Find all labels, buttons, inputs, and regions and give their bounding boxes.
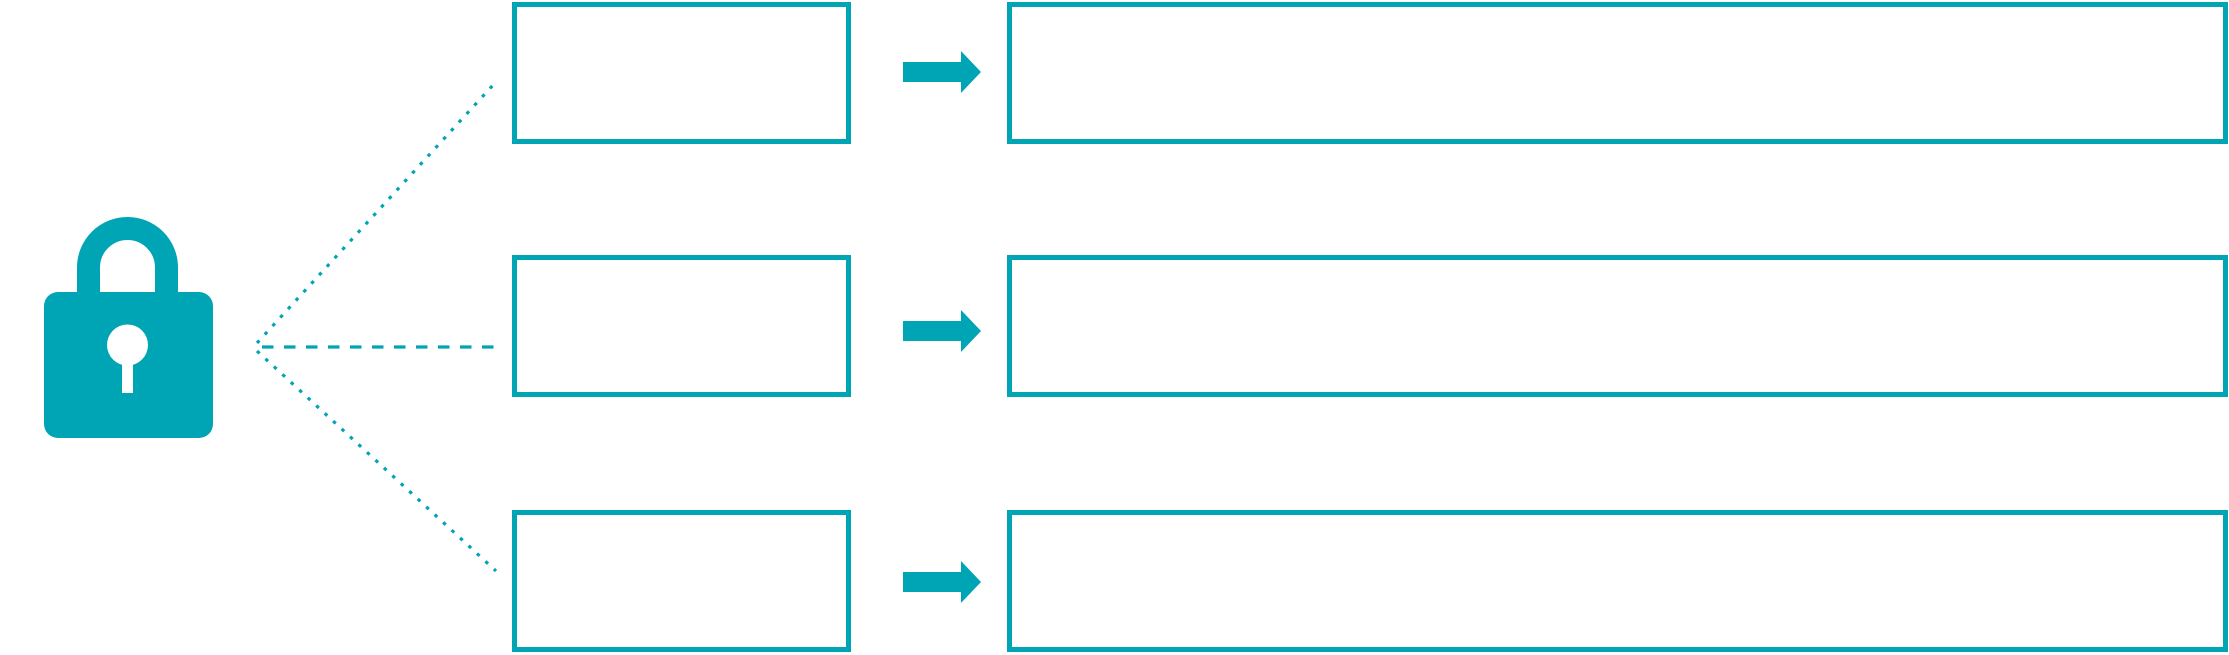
connector-top [255,82,496,345]
value-box-1 [1007,2,2228,144]
lock-icon [44,217,213,438]
key-box-3 [512,510,851,652]
connector-bottom [255,349,498,573]
value-box-3 [1007,510,2228,652]
lock-shackle [77,217,178,303]
arrow-right-icon [903,561,981,603]
arrow-right-icon [903,51,981,93]
keyhole-stem [122,350,133,393]
key-box-2 [512,255,851,397]
value-box-2 [1007,255,2228,397]
key-box-1 [512,2,851,144]
keyhole-circle [107,324,148,366]
arrow-right-icon [903,310,981,352]
